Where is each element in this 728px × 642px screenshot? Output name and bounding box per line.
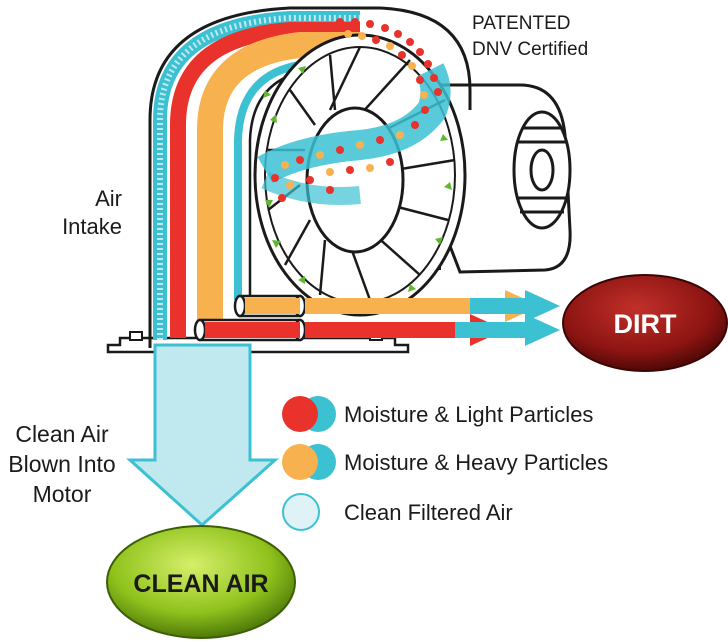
clean-air-badge-label: CLEAN AIR [133,570,268,598]
clean-air-label-line3: Motor [33,481,92,507]
dirt-badge-label: DIRT [614,309,677,339]
legend-item-light-particles: Moisture & Light Particles [282,396,593,432]
dnv-certified-label: DNV Certified [472,39,588,60]
clean-air-arrow [126,343,279,528]
patented-label: PATENTED [472,13,571,34]
clean-air-badge: CLEAN AIR [106,525,296,639]
clean-air-label-line2: Blown Into [8,451,115,477]
air-intake-label-line2: Intake [62,214,122,239]
legend-label: Clean Filtered Air [344,500,513,525]
particles [271,18,442,202]
legend-item-clean-air: Clean Filtered Air [282,493,513,531]
legend-label: Moisture & Heavy Particles [344,450,608,475]
legend-label: Moisture & Light Particles [344,402,593,427]
air-intake-label-line1: Air [95,186,122,211]
air-path-bands [148,6,472,348]
legend-item-heavy-particles: Moisture & Heavy Particles [282,444,608,480]
exit-pipes [193,290,560,346]
motor-vent-icon [512,110,572,230]
dirt-badge: DIRT [562,274,728,372]
clean-air-label-line1: Clean Air [15,421,109,447]
legend: Moisture & Light Particles Moisture & He… [282,396,608,531]
